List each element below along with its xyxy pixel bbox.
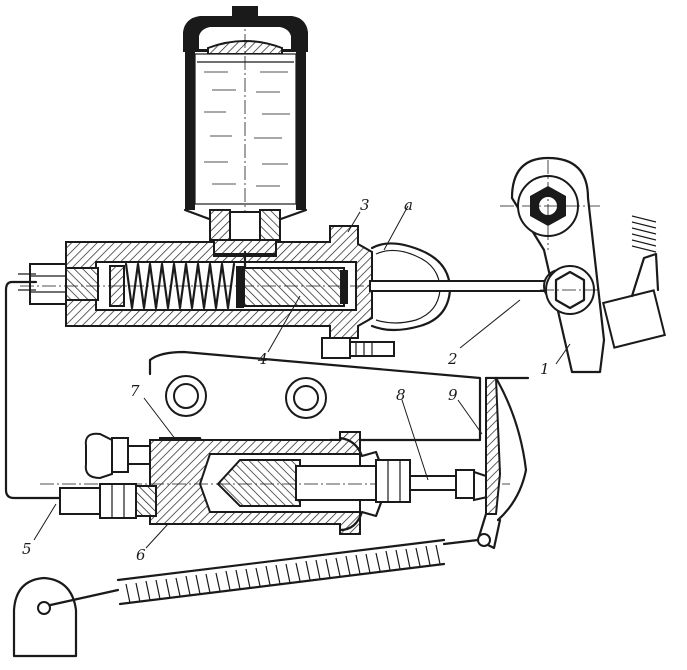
label-5: 5 (22, 540, 32, 558)
release-fork (476, 376, 530, 550)
label-7: 7 (130, 382, 140, 400)
label-3: 3 (360, 196, 370, 214)
label-2: 2 (447, 350, 458, 368)
leader-lines (33, 205, 571, 549)
label-a: a (404, 196, 413, 214)
part-labels: 1 2 3 4 5 6 7 8 9 a (22, 196, 550, 564)
hydraulic-pipe (4, 273, 62, 500)
fluid-reservoir (183, 6, 308, 260)
master-cylinder (20, 225, 560, 359)
return-spring (12, 538, 480, 658)
push-rod (369, 269, 577, 303)
label-4: 4 (257, 350, 268, 368)
label-6: 6 (136, 546, 146, 564)
label-1: 1 (540, 360, 550, 378)
slave-cylinder (40, 350, 510, 535)
label-8: 8 (396, 386, 406, 404)
clutch-pedal (500, 156, 667, 374)
label-9: 9 (448, 386, 458, 404)
